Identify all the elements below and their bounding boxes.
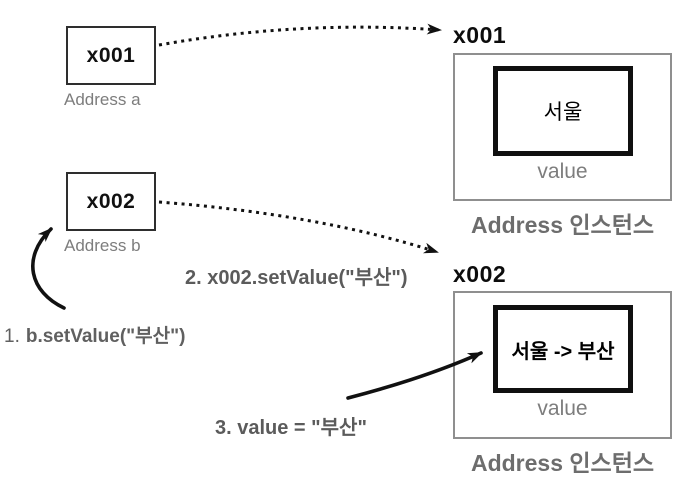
value-text-seoul: 서울: [543, 101, 583, 124]
value-box-2: 서울 -> 부산: [493, 305, 633, 393]
step1-arrow-icon: [31, 227, 66, 310]
field-label-value-2: value: [537, 397, 588, 420]
annotation-step1: 1.b.setValue("부산"): [4, 321, 185, 348]
annotation-step2: 2. x002.setValue("부산"): [185, 267, 408, 289]
reference-box-x001: x001: [66, 26, 156, 85]
pointer-arrow-x002-icon: [158, 200, 439, 254]
instance-caption-1: Address 인스턴스: [470, 212, 655, 238]
value-text-seoul-busan: 서울 -> 부산: [511, 340, 615, 363]
pointer-label-x002: x002: [453, 261, 507, 287]
reference-box-x002: x002: [66, 172, 156, 231]
value-box-1: 서울: [493, 66, 633, 156]
annotation-step1-number: 1.: [4, 326, 20, 347]
field-label-value-1: value: [537, 160, 588, 183]
annotation-step3: 3. value = "부산": [215, 417, 367, 439]
pointer-label-x001: x001: [453, 22, 507, 48]
reference-label: x002: [86, 189, 136, 213]
reference-caption-a: Address a: [64, 90, 141, 109]
pointer-arrow-x001-icon: [158, 23, 442, 47]
reference-caption-b: Address b: [64, 236, 141, 255]
reference-label: x001: [86, 43, 136, 67]
annotation-step1-code: b.setValue("부산"): [25, 326, 186, 347]
instance-caption-2: Address 인스턴스: [470, 450, 655, 476]
